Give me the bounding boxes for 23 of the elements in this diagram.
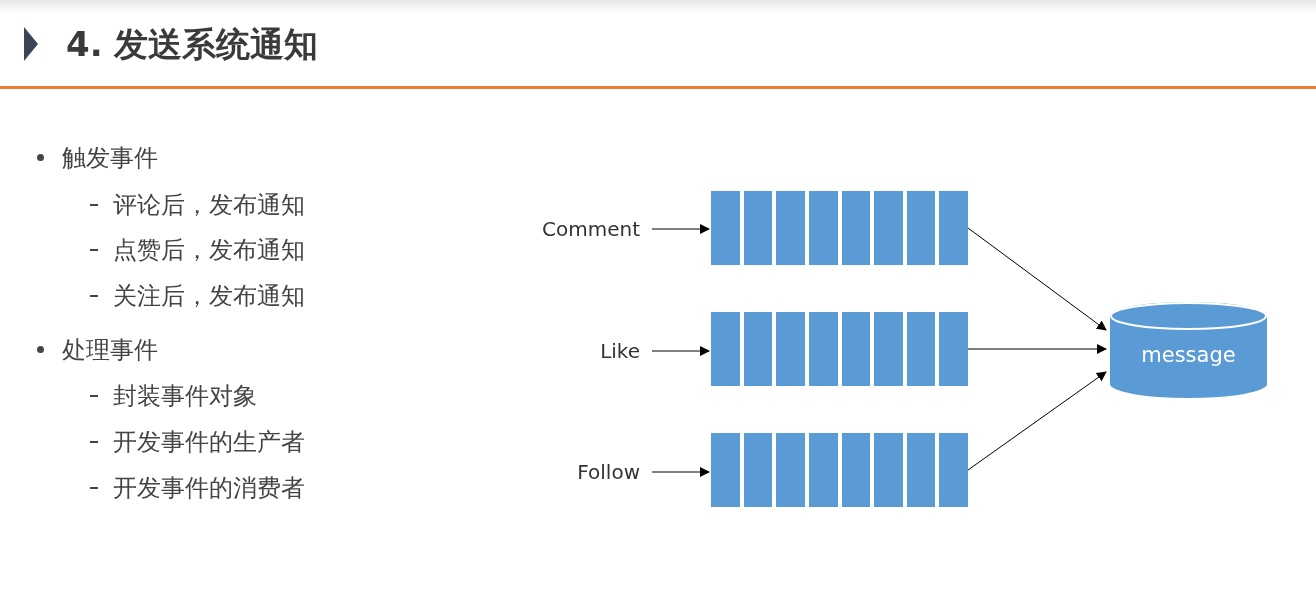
- list-item: 触发事件: [62, 143, 158, 174]
- arrow: [651, 467, 710, 477]
- list-item: 处理事件: [62, 335, 158, 366]
- list-item: 开发事件的消费者: [113, 473, 305, 504]
- arrow: [967, 371, 1107, 471]
- list-item: 开发事件的生产者: [113, 427, 305, 458]
- arrow: [651, 224, 710, 234]
- list-item: 关注后，发布通知: [113, 281, 305, 312]
- queue-drawing: [711, 191, 968, 265]
- list-item: 点赞后，发布通知: [113, 235, 305, 266]
- source-label: Follow: [560, 457, 640, 487]
- queue-drawing: [711, 312, 968, 386]
- arrow: [967, 344, 1107, 354]
- database-cylinder: [1110, 302, 1267, 398]
- cylinder-label: message: [1140, 342, 1237, 368]
- queue-drawing: [711, 433, 968, 507]
- arrow: [967, 227, 1107, 331]
- slide-title: 4. 发送系统通知: [66, 23, 319, 66]
- source-label: Comment: [530, 214, 640, 244]
- list-item: 评论后，发布通知: [113, 190, 305, 221]
- source-label: Like: [570, 336, 640, 366]
- arrow: [651, 346, 710, 356]
- list-item: 封装事件对象: [113, 381, 257, 412]
